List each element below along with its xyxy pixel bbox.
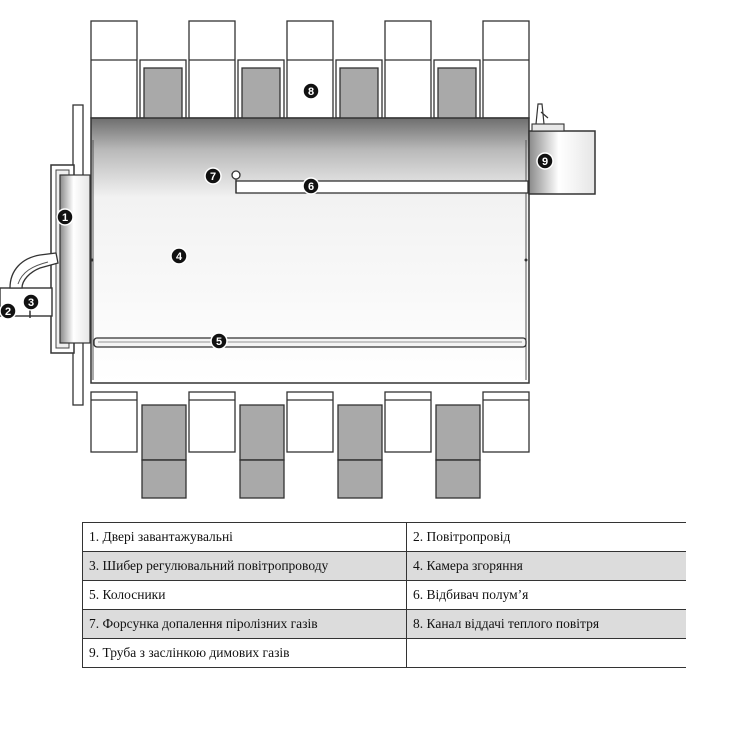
air-duct-handle-detail: [17, 261, 49, 285]
grate-bars: [93, 337, 527, 348]
legend-cell: [406, 638, 686, 668]
legend-cell: 5. Колосники: [82, 580, 407, 610]
marker-circle: [302, 177, 320, 195]
marker-label: 1: [62, 212, 68, 224]
flame-reflector: [235, 180, 529, 194]
loading-door-plate: [59, 174, 91, 344]
stove-diagram: 1 2 3 4 5 6 7 8 9: [0, 20, 596, 499]
legend-cell: 4. Камера згоряння: [406, 551, 686, 581]
marker-label: 7: [210, 171, 216, 183]
marker-5: 5: [210, 332, 228, 350]
bottom-fin-dark-lower: [141, 459, 187, 499]
bottom-fin-light: [90, 391, 138, 453]
marker-label: 8: [308, 86, 314, 98]
marker-6: 6: [302, 177, 320, 195]
bottom-fin-dark: [435, 404, 481, 461]
bottom-fin-light: [482, 391, 530, 453]
legend-cell: 1. Двері завантажувальні: [82, 522, 407, 552]
flue-damper-handle: [535, 103, 549, 125]
marker-7: 7: [204, 167, 222, 185]
marker-circle: [210, 332, 228, 350]
marker-circle: [170, 247, 188, 265]
bottom-fins: [90, 391, 530, 499]
marker-circle: [22, 293, 40, 311]
marker-3: 3: [22, 293, 40, 311]
legend-cell: 2. Повітропровід: [406, 522, 686, 552]
bottom-fin-dark: [141, 404, 187, 461]
legend-row: 9. Труба з заслінкою димових газів: [82, 638, 686, 668]
bottom-fin-dark: [337, 404, 383, 461]
marker-9: 9: [536, 152, 554, 170]
bottom-fin-dark-lower: [337, 459, 383, 499]
marker-2: 2: [0, 302, 17, 320]
marker-circle: [302, 82, 320, 100]
legend-cell: 6. Відбивач полум’я: [406, 580, 686, 610]
legend-cell: 9. Труба з заслінкою димових газів: [82, 638, 407, 668]
top-fin-light: [188, 20, 236, 119]
marker-circle: [56, 208, 74, 226]
rivet: [90, 258, 94, 262]
bottom-fin-light: [188, 391, 236, 453]
marker-1: 1: [56, 208, 74, 226]
marker-label: 9: [542, 156, 548, 168]
bottom-fin-dark-lower: [435, 459, 481, 499]
marker-label: 5: [216, 336, 222, 348]
marker-circle: [204, 167, 222, 185]
legend-cell: 7. Форсунка допалення піролізних газів: [82, 609, 407, 639]
top-fin-light: [286, 20, 334, 119]
marker-label: 4: [176, 251, 183, 263]
marker-8: 8: [302, 82, 320, 100]
marker-label: 2: [5, 306, 11, 318]
callout-markers: 1 2 3 4 5 6 7 8 9: [0, 82, 554, 350]
marker-label: 6: [308, 181, 314, 193]
bottom-fin-dark-lower: [239, 459, 285, 499]
legend-cell: 8. Канал віддачі теплого повітря: [406, 609, 686, 639]
afterburner-nozzle: [231, 170, 241, 180]
bottom-fin-light: [384, 391, 432, 453]
flue-damper-handle-base: [531, 123, 565, 132]
top-fin-light: [90, 20, 138, 119]
air-duct-handle: [9, 252, 59, 289]
top-fin-light: [384, 20, 432, 119]
top-fin-light: [482, 20, 530, 119]
marker-circle: [0, 302, 17, 320]
legend-cell: 3. Шибер регулювальний повітропроводу: [82, 551, 407, 581]
rivet: [524, 258, 528, 262]
marker-4: 4: [170, 247, 188, 265]
marker-circle: [536, 152, 554, 170]
marker-label: 3: [28, 297, 34, 309]
top-fins: [90, 20, 530, 131]
bottom-fin-light: [286, 391, 334, 453]
bottom-fin-dark: [239, 404, 285, 461]
